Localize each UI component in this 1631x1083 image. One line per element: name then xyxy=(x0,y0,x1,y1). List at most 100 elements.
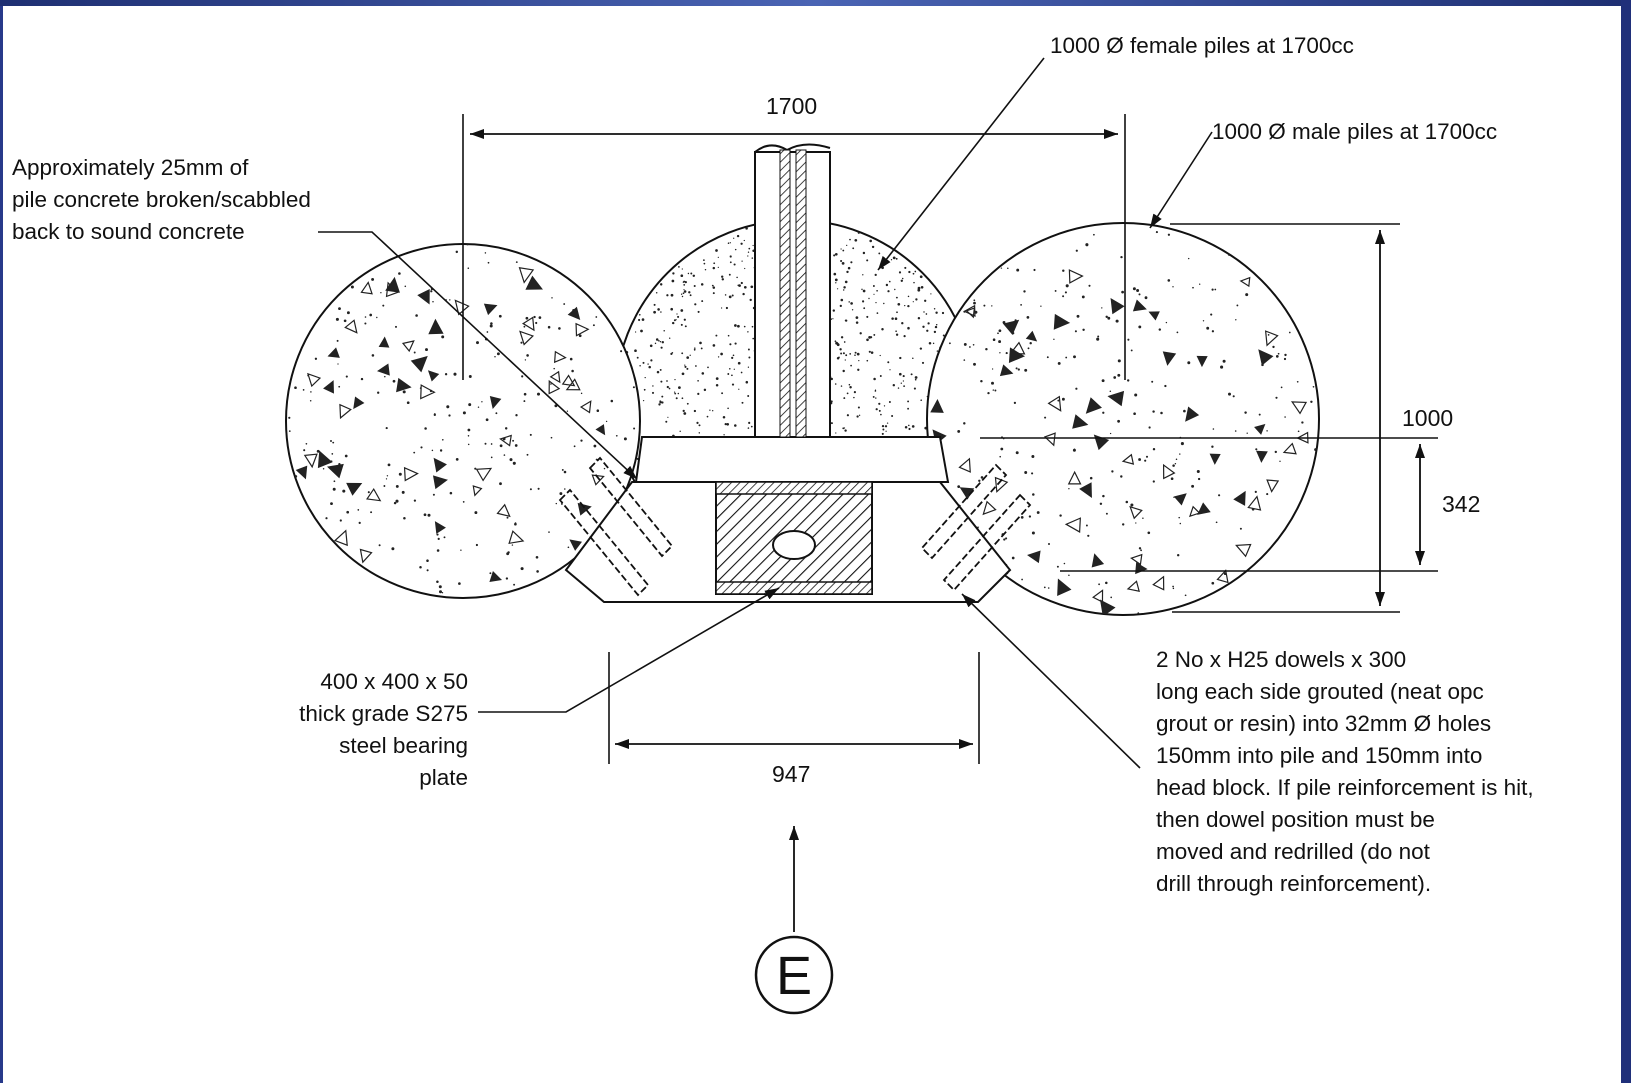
aggregate-dot xyxy=(874,273,877,277)
aggregate-dot xyxy=(703,262,706,265)
aggregate-dot xyxy=(1020,304,1022,306)
section-marker-label: E xyxy=(776,946,812,1006)
aggregate-dot xyxy=(432,301,434,303)
aggregate-dot xyxy=(834,383,837,385)
aggregate-dot xyxy=(1174,462,1177,465)
aggregate-stone xyxy=(1235,543,1252,558)
aggregate-dot xyxy=(1135,522,1137,524)
aggregate-dot xyxy=(743,325,746,328)
aggregate-dot xyxy=(403,517,406,520)
aggregate-dot xyxy=(904,304,906,307)
aggregate-dot xyxy=(928,341,932,345)
aggregate-dot xyxy=(1254,490,1257,493)
aggregate-dot xyxy=(439,449,443,452)
aggregate-dot xyxy=(731,383,735,386)
aggregate-dot xyxy=(720,307,723,309)
aggregate-dot xyxy=(914,376,918,379)
aggregate-dot xyxy=(561,468,564,471)
aggregate-dot xyxy=(728,295,732,299)
aggregate-dot xyxy=(849,238,851,241)
aggregate-dot xyxy=(684,364,686,366)
aggregate-stone xyxy=(432,475,448,490)
aggregate-dot xyxy=(520,341,523,344)
aggregate-dot xyxy=(1177,554,1180,557)
aggregate-dot xyxy=(892,256,896,260)
aggregate-dot xyxy=(969,346,971,348)
aggregate-dot xyxy=(747,427,750,429)
aggregate-dot xyxy=(834,340,837,343)
aggregate-dot xyxy=(672,272,675,275)
aggregate-dot xyxy=(891,317,894,320)
aggregate-stone xyxy=(1282,442,1297,455)
aggregate-dot xyxy=(484,252,487,254)
aggregate-dot xyxy=(878,252,881,255)
aggregate-stone xyxy=(577,502,592,516)
aggregate-dot xyxy=(360,377,364,381)
section-marker-e: E xyxy=(754,826,834,1015)
aggregate-stone xyxy=(295,465,308,480)
aggregate-stone xyxy=(1121,453,1135,465)
aggregate-dot xyxy=(1144,296,1148,300)
aggregate-dot xyxy=(486,331,489,333)
aggregate-dot xyxy=(697,310,700,313)
aggregate-dot xyxy=(1164,384,1167,388)
aggregate-dot xyxy=(750,285,754,289)
aggregate-dot xyxy=(642,399,645,402)
aggregate-stone xyxy=(1290,401,1308,415)
aggregate-dot xyxy=(1152,447,1156,451)
aggregate-dot xyxy=(675,319,677,321)
aggregate-dot xyxy=(487,261,490,264)
aggregate-stone xyxy=(1258,349,1274,366)
aggregate-dot xyxy=(1215,521,1218,524)
aggregate-stone xyxy=(307,372,322,388)
aggregate-dot xyxy=(745,227,748,230)
aggregate-stone xyxy=(417,289,430,305)
aggregate-dot xyxy=(1211,445,1214,448)
aggregate-dot xyxy=(913,387,916,390)
aggregate-dot xyxy=(910,373,913,376)
aggregate-dot xyxy=(742,292,745,296)
aggregate-dot xyxy=(873,293,875,295)
aggregate-dot xyxy=(1023,290,1026,293)
aggregate-stone xyxy=(323,380,334,394)
aggregate-dot xyxy=(859,332,862,335)
aggregate-stone xyxy=(385,281,400,298)
aggregate-dot xyxy=(1184,594,1187,597)
dowels-left xyxy=(558,456,674,597)
aggregate-dot xyxy=(733,237,735,239)
aggregate-dot xyxy=(1117,359,1121,363)
aggregate-dot xyxy=(847,266,851,270)
dimension-947 xyxy=(608,652,980,764)
aggregate-dot xyxy=(1117,373,1121,377)
aggregate-stone xyxy=(1126,580,1140,592)
aggregate-dot xyxy=(337,363,339,365)
aggregate-dot xyxy=(857,368,860,371)
aggregate-dot xyxy=(367,491,370,494)
aggregate-dot xyxy=(1073,355,1076,359)
aggregate-dot xyxy=(636,356,639,359)
aggregate-dot xyxy=(1099,502,1103,506)
aggregate-dot xyxy=(741,401,744,404)
aggregate-dot xyxy=(1158,328,1161,331)
aggregate-dot xyxy=(1057,399,1060,402)
aggregate-dot xyxy=(499,444,503,448)
aggregate-dot xyxy=(750,425,753,428)
aggregate-dot xyxy=(449,491,453,495)
aggregate-dot xyxy=(1028,515,1032,518)
annotation-leaders xyxy=(318,57,1213,769)
dimension-label-342: 342 xyxy=(1442,491,1481,517)
aggregate-dot xyxy=(1002,320,1006,324)
aggregate-dot xyxy=(332,487,336,491)
aggregate-dot xyxy=(879,375,882,377)
aggregate-dot xyxy=(713,262,716,265)
aggregate-stone xyxy=(366,487,382,502)
aggregate-dot xyxy=(686,367,689,370)
aggregate-dot xyxy=(1284,353,1287,357)
aggregate-stone xyxy=(1256,450,1268,463)
aggregate-dot xyxy=(523,392,527,396)
aggregate-dot xyxy=(563,470,567,474)
aggregate-dot xyxy=(911,425,915,428)
aggregate-dot xyxy=(680,274,684,278)
aggregate-dot xyxy=(734,324,737,327)
aggregate-stone xyxy=(1264,330,1279,347)
